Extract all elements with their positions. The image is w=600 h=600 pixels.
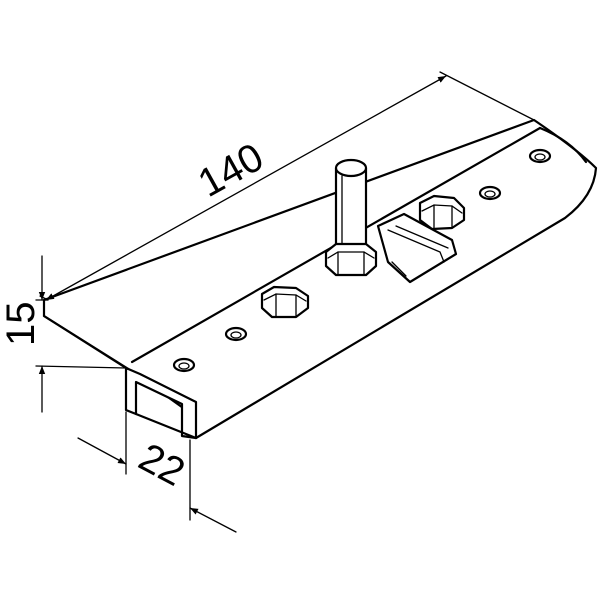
hex-nut-icon	[324, 242, 378, 277]
hole-icon	[478, 185, 502, 201]
hex-bolt-icon	[260, 285, 310, 319]
dimension-width: 22	[77, 411, 237, 533]
height-label: 15	[0, 302, 43, 347]
hex-bolt-icon	[418, 194, 466, 231]
channel-bottom-edge	[134, 412, 198, 440]
plate-side-edge	[42, 314, 128, 370]
plate-rim-edge	[538, 126, 588, 164]
hole-icon	[224, 326, 248, 342]
length-label: 140	[191, 135, 271, 206]
mounting-holes	[172, 148, 552, 373]
hole-icon	[172, 357, 196, 373]
channel-profile	[124, 366, 198, 440]
hole-icon	[528, 148, 552, 164]
channel-bracket	[42, 118, 598, 440]
dimension-height: 15	[0, 255, 127, 413]
width-label: 22	[132, 435, 192, 495]
